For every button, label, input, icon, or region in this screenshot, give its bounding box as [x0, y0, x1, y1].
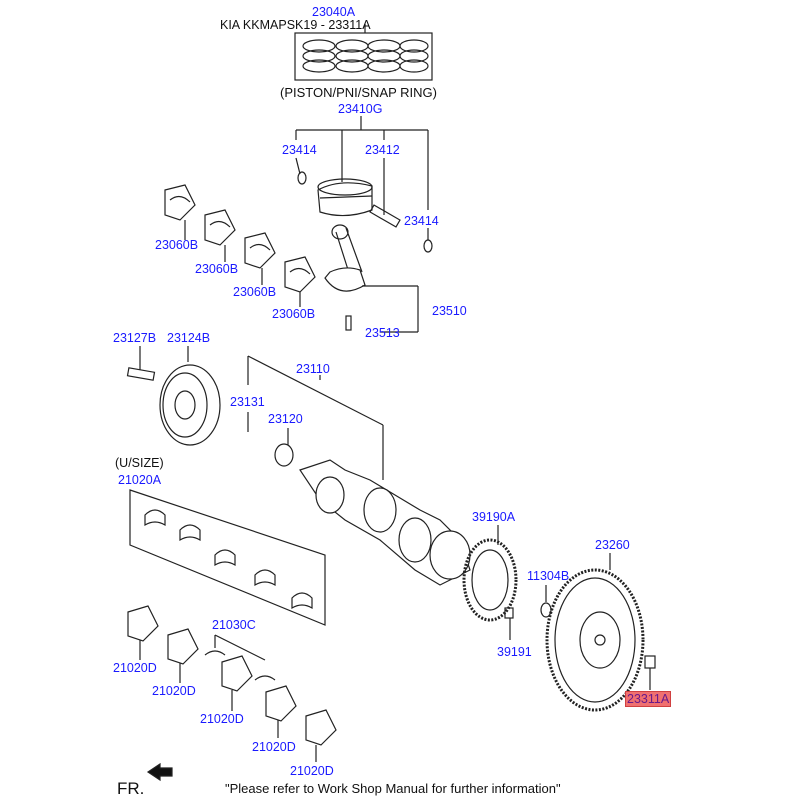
part-label-23127b[interactable]: 23127B — [113, 331, 157, 345]
front-arrow-icon — [146, 762, 173, 782]
part-label-21020a[interactable]: 21020A — [118, 473, 162, 487]
part-label-11304b[interactable]: 11304B — [527, 569, 570, 583]
front-label: FR. — [117, 779, 145, 798]
part-label-23120[interactable]: 23120 — [268, 412, 303, 426]
flywheel — [545, 553, 656, 712]
snap-ring-left — [297, 171, 307, 185]
part-label-23131[interactable]: 23131 — [230, 395, 265, 409]
part-label-23110[interactable]: 23110 — [296, 362, 330, 376]
part-label-23060b[interactable]: 23060B — [195, 262, 239, 276]
conrod-bearings — [164, 184, 316, 307]
part-label-23040a[interactable]: 23040A — [312, 5, 356, 19]
piston-subtitle: (PISTON/PNI/SNAP RING) — [280, 85, 437, 100]
ring-gear — [462, 525, 518, 640]
part-label-23410g[interactable]: 23410G — [338, 102, 383, 116]
part-label-23060b[interactable]: 23060B — [233, 285, 277, 299]
footer-note: "Please refer to Work Shop Manual for fu… — [225, 781, 561, 796]
spacer — [540, 602, 552, 618]
crankshaft — [299, 459, 471, 586]
diagram-title: KIA KKMAPSK19 - 23311A — [220, 18, 371, 32]
part-label-21020d[interactable]: 21020D — [290, 764, 334, 778]
connecting-rod — [324, 224, 419, 333]
crank-sprocket — [274, 443, 294, 467]
part-label-23414[interactable]: 23414 — [404, 214, 439, 228]
piston-rings-set — [294, 24, 433, 81]
flywheel-bolt — [644, 655, 656, 669]
part-label-23414[interactable]: 23414 — [282, 143, 317, 157]
part-label-21020d[interactable]: 21020D — [200, 712, 244, 726]
piston-pin — [369, 204, 401, 228]
part-label-21020d[interactable]: 21020D — [152, 684, 196, 698]
part-label-23060b[interactable]: 23060B — [155, 238, 199, 252]
crank-pulley — [126, 346, 221, 446]
part-label-23311a-highlighted[interactable]: 23311A — [625, 691, 672, 707]
part-label-23510[interactable]: 23510 — [432, 304, 467, 318]
part-label-21020d[interactable]: 21020D — [252, 740, 296, 754]
usize-label: (U/SIZE) — [115, 456, 164, 470]
part-label-23513[interactable]: 23513 — [365, 326, 400, 340]
part-label-23060b[interactable]: 23060B — [272, 307, 316, 321]
part-label-23260[interactable]: 23260 — [595, 538, 630, 552]
part-label-21020d[interactable]: 21020D — [113, 661, 157, 675]
part-label-39190a[interactable]: 39190A — [472, 510, 516, 524]
part-label-21030c[interactable]: 21030C — [212, 618, 256, 632]
part-label-23412[interactable]: 23412 — [365, 143, 400, 157]
snap-ring-right — [423, 239, 433, 253]
part-label-39191[interactable]: 39191 — [497, 645, 532, 659]
piston — [317, 178, 373, 217]
part-label-23124b[interactable]: 23124B — [167, 331, 211, 345]
